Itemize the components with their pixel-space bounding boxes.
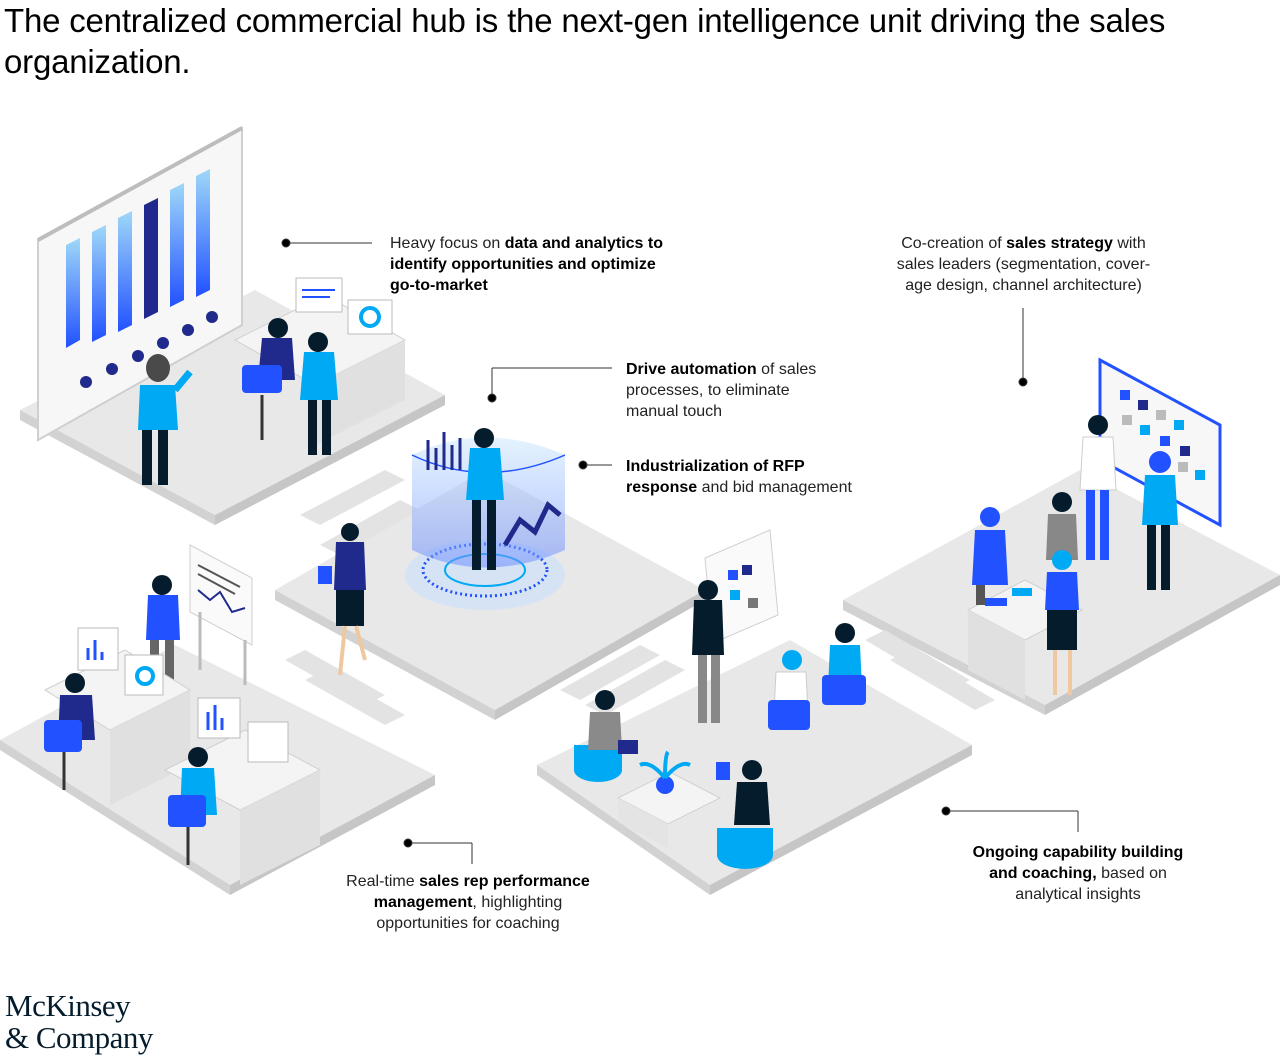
automation-hologram (405, 428, 566, 610)
bar-chart-3d (66, 169, 210, 348)
person-strategy-1 (1079, 415, 1117, 560)
callout-leader-lines (281, 238, 1079, 864)
person-strategy-5 (1045, 550, 1079, 695)
person-seated-performance-2 (168, 747, 217, 865)
person-beanbag-2 (716, 760, 773, 869)
connector-slabs (285, 470, 995, 725)
callout-capability-coaching: Ongoing capability building and coaching… (972, 844, 1184, 903)
analytics-wall-screen (37, 126, 243, 442)
person-strategy-4 (1046, 492, 1078, 560)
person-walking-tablet (318, 523, 367, 676)
callout-rfp-industrialization: Industrialization of RFP response and bi… (626, 458, 852, 496)
presentation-board-performance (189, 544, 253, 685)
coffee-table-plant (616, 750, 722, 848)
mckinsey-logo: McKinsey & Company (5, 990, 153, 1054)
callout-data-analytics: Heavy focus on data and analytics to ide… (390, 235, 663, 294)
callout-rep-performance: Real-time sales rep performance manageme… (346, 873, 590, 932)
callout-sales-strategy: Co-creation of sales strategy with sales… (896, 235, 1151, 294)
hologram-bars (426, 432, 462, 470)
person-seated-analytics (242, 318, 295, 440)
person-analyst (138, 354, 193, 485)
strategy-board (1098, 357, 1222, 528)
logo-line-1: McKinsey (5, 988, 131, 1023)
person-seated-coaching-2 (822, 623, 866, 705)
person-coach (692, 580, 724, 723)
person-standing-analytics (300, 332, 338, 455)
page-title: The centralized commercial hub is the ne… (4, 2, 1166, 80)
callout-drive-automation: Drive automation of sales processes, to … (626, 361, 817, 420)
person-strategy-3 (972, 507, 1008, 605)
person-strategy-2 (1142, 451, 1178, 590)
strategy-sticky-notes (1120, 390, 1205, 480)
person-beanbag-1 (574, 690, 638, 782)
avatar-icons (80, 311, 218, 388)
logo-line-2: & Company (5, 1020, 153, 1055)
person-seated-coaching-1 (768, 650, 810, 730)
person-seated-performance-1 (44, 673, 95, 790)
